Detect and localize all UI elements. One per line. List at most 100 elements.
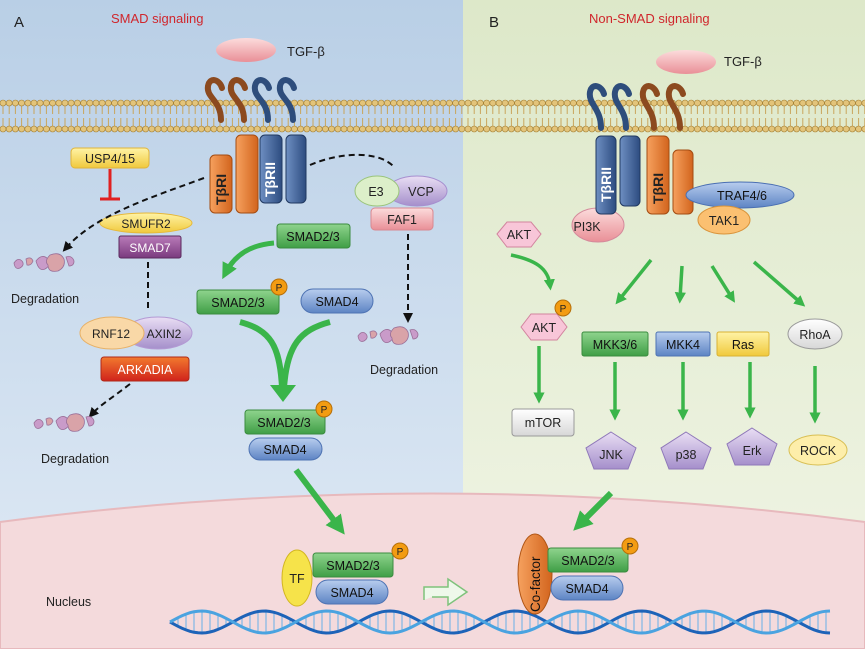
axin2-label: AXIN2 xyxy=(147,327,182,341)
panel-b-letter: B xyxy=(489,14,499,31)
akt-label-2: AKT xyxy=(532,321,557,335)
pi3k-label: PI3K xyxy=(573,220,601,234)
usp4-15-label: USP4/15 xyxy=(85,152,135,166)
rnf12-ellipse xyxy=(79,316,145,350)
tgf-beta-ligand-b xyxy=(656,50,716,74)
smad23-box-cofactor xyxy=(547,547,629,573)
tgf-beta-label-b: TGF-β xyxy=(724,54,762,69)
smad7-label: SMAD7 xyxy=(129,241,171,255)
degradation-label-3: Degradation xyxy=(370,363,438,377)
phospho-badge-1 xyxy=(270,278,288,296)
usp4-15-box xyxy=(70,147,150,169)
smad4-box-nuclear xyxy=(315,579,389,605)
phospho-badge-4 xyxy=(621,537,639,555)
faf1-box xyxy=(370,207,434,231)
smad23-label-complex: SMAD2/3 xyxy=(257,416,311,430)
smad4-box-complex xyxy=(248,437,323,461)
arkadia-label: ARKADIA xyxy=(118,363,174,377)
jnk-pentagon xyxy=(585,431,637,470)
arrow-akt-phosphorylation xyxy=(510,253,555,291)
tf-label: TF xyxy=(289,572,305,586)
receptor-type1-label-b: TβRI xyxy=(650,173,666,204)
degradation-fragments-2 xyxy=(33,413,95,432)
arrow-to-nuclear-cofactor xyxy=(573,490,614,531)
dashed-arrow-to-degradation-1 xyxy=(62,177,205,252)
cofactor-label: Co-factor xyxy=(528,556,543,612)
smad23-box-complex xyxy=(244,409,326,435)
tf-ellipse xyxy=(281,549,313,607)
smad23-label-cofactor: SMAD2/3 xyxy=(561,554,615,568)
tgf-beta-ligand-a xyxy=(216,38,276,62)
smad23-label-phospho: SMAD2/3 xyxy=(211,296,265,310)
vcp-label: VCP xyxy=(408,185,434,199)
cofactor-ellipse xyxy=(517,533,553,615)
nucleus xyxy=(0,492,865,649)
smad4-label-cyto: SMAD4 xyxy=(315,295,358,309)
transcription-arrow xyxy=(423,577,469,607)
traf-label: TRAF4/6 xyxy=(717,189,767,203)
rhoa-label: RhoA xyxy=(799,328,831,342)
phospho-label-1: P xyxy=(276,283,283,294)
faf1-label: FAF1 xyxy=(387,213,417,227)
smad23-box-nuclear xyxy=(312,552,394,578)
rock-label: ROCK xyxy=(800,444,837,458)
receptor-complex-a: TβRI TβRII xyxy=(204,77,307,214)
nucleus-label: Nucleus xyxy=(46,595,91,609)
panel-a-letter: A xyxy=(14,14,24,31)
phospho-badge-3 xyxy=(391,542,409,560)
degradation-fragments-3 xyxy=(357,326,419,345)
arrow-tak1-ras xyxy=(710,265,735,303)
arkadia-box xyxy=(100,356,190,382)
erk-label: Erk xyxy=(743,444,763,458)
receptor-type2-label-b: TβRII xyxy=(598,167,614,202)
dashed-arrow-to-degradation-2 xyxy=(88,383,131,418)
receptor-type2-label-a: TβRII xyxy=(262,162,278,197)
arrow-tak1-mkk36 xyxy=(615,258,653,305)
arrow-tak1-rhoa xyxy=(752,260,806,307)
arrow-smad23-phosphorylation xyxy=(222,240,275,280)
smurf2-ellipse xyxy=(99,212,193,234)
mkk4-box xyxy=(655,331,711,357)
arrowhead-complex-formation xyxy=(270,385,296,402)
smad23-box-phospho xyxy=(196,289,280,315)
akt-hexagon-2 xyxy=(520,313,568,341)
receptor-complex-b: TβRII TβRI xyxy=(571,83,694,243)
phospho-label-4: P xyxy=(627,542,634,553)
mkk4-label: MKK4 xyxy=(666,338,700,352)
e3-ellipse xyxy=(354,175,400,207)
phospho-label-3: P xyxy=(397,547,404,558)
ras-label: Ras xyxy=(732,338,754,352)
jnk-label: JNK xyxy=(599,448,623,462)
akt-hexagon-1 xyxy=(496,221,542,248)
smad7-box xyxy=(118,235,182,259)
rhoa-ellipse xyxy=(787,318,843,350)
usp-inhibition-line xyxy=(100,169,120,201)
akt-label-1: AKT xyxy=(507,228,532,242)
degradation-label-2: Degradation xyxy=(41,452,109,466)
smad4-box-cyto xyxy=(300,288,374,314)
smad4-label-cofactor: SMAD4 xyxy=(565,582,608,596)
smad23-label-nuclear: SMAD2/3 xyxy=(326,559,380,573)
tgf-beta-label-a: TGF-β xyxy=(287,44,325,59)
smad23-label-receptor: SMAD2/3 xyxy=(286,230,340,244)
rock-ellipse xyxy=(788,434,848,466)
smad4-label-complex: SMAD4 xyxy=(263,443,306,457)
dashed-link-receptor-e3 xyxy=(309,153,396,169)
erk-pentagon xyxy=(726,427,778,466)
phospho-badge-2 xyxy=(315,400,333,418)
degradation-fragments-1 xyxy=(13,253,75,272)
phospho-label-2: P xyxy=(321,405,328,416)
smad23-box-receptor xyxy=(276,223,351,249)
ras-box xyxy=(716,331,770,357)
dna-helix xyxy=(169,609,831,635)
p38-pentagon xyxy=(660,431,712,470)
mkk36-box xyxy=(581,331,649,357)
traf-ellipse xyxy=(685,181,795,209)
p38-label: p38 xyxy=(676,448,697,462)
arrow-nuclear-translocation xyxy=(293,468,345,535)
tak1-label: TAK1 xyxy=(709,214,739,228)
mtor-label: mTOR xyxy=(525,416,562,430)
phospho-badge-akt xyxy=(554,299,572,317)
mtor-box xyxy=(511,408,575,437)
